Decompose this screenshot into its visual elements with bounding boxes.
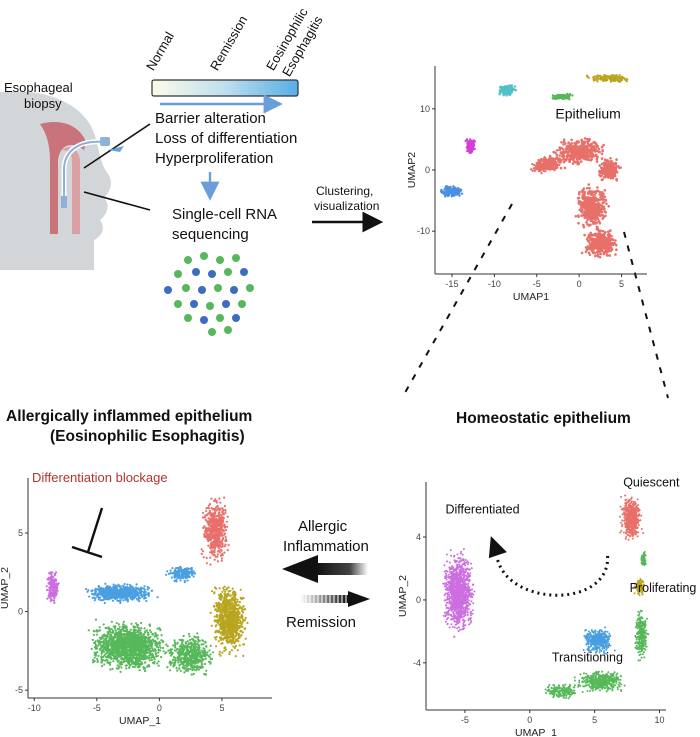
x-tick-label: 5 <box>619 279 624 289</box>
change-barrier: Barrier alteration <box>155 110 266 127</box>
x-tick-label: 0 <box>157 703 162 713</box>
allergic-label-line1: Allergic <box>298 518 348 535</box>
y-tick-label: -4 <box>413 658 421 668</box>
inflamed-title: Allergically inflammed epithelium <box>6 408 253 425</box>
y-axis-label: UMAP_2 <box>397 575 409 617</box>
y-tick-label: 0 <box>425 165 430 175</box>
x-tick-label: -5 <box>533 279 541 289</box>
zoom-line-left <box>401 203 513 399</box>
x-tick-label: -5 <box>93 703 101 713</box>
cluster-label: Differentiated <box>445 502 519 516</box>
cell-dots <box>164 252 254 336</box>
x-tick-label: 5 <box>219 703 224 713</box>
x-tick-label: 5 <box>592 715 597 725</box>
x-tick-label: -10 <box>28 703 41 713</box>
scrnaseq-line1: Single-cell RNA <box>172 206 278 223</box>
change-differentiation: Loss of differentiation <box>155 130 298 147</box>
y-tick-label: -5 <box>15 685 23 695</box>
x-axis-label: UMAP_1 <box>515 727 557 737</box>
scrnaseq-line2: sequencing <box>172 226 249 243</box>
inhibition-line <box>86 507 104 553</box>
umap-inflamed-points <box>45 496 249 676</box>
cluster-label: Proliferating <box>630 581 697 595</box>
differentiation-trajectory-arrow <box>495 555 610 597</box>
y-axis-label: UMAP2 <box>406 152 418 188</box>
remission-arrow <box>300 591 370 607</box>
allergic-arrow-shaft <box>316 563 368 575</box>
x-tick-label: 0 <box>527 715 532 725</box>
y-tick-label: -10 <box>417 226 430 236</box>
biopsy-label-line1: Esophageal <box>4 80 73 95</box>
inhibition-bar <box>71 545 103 559</box>
y-tick-label: 0 <box>18 607 23 617</box>
x-tick-label: 10 <box>655 715 665 725</box>
change-proliferation: Hyperproliferation <box>155 150 274 167</box>
epithelium-label: Epithelium <box>555 106 620 122</box>
y-axis-label: UMAP_2 <box>0 567 11 609</box>
y-tick-label: 4 <box>416 532 421 542</box>
x-tick-label: -15 <box>445 279 458 289</box>
trajectory-arrow-head <box>488 536 507 559</box>
x-tick-label: -5 <box>461 715 469 725</box>
allergic-arrow-head <box>282 555 318 583</box>
cluster-label: Transitioning <box>552 650 623 664</box>
allergic-label-line2: Inflammation <box>283 538 369 555</box>
inflamed-subtitle: (Eosinophilic Esophagitis) <box>50 428 245 445</box>
y-tick-label: 0 <box>416 595 421 605</box>
y-tick-label: 5 <box>18 528 23 538</box>
y-tick-label: 10 <box>420 104 430 114</box>
homeostatic-title: Homeostatic epithelium <box>456 410 631 427</box>
biopsy-label-line2: biopsy <box>24 96 62 111</box>
clustering-line1: Clustering, <box>316 184 374 198</box>
differentiation-blockage-label: Differentiation blockage <box>32 470 168 485</box>
x-tick-label: -10 <box>488 279 501 289</box>
x-tick-label: 0 <box>577 279 582 289</box>
remission-label: Remission <box>286 614 357 631</box>
disease-gradient-bar <box>151 79 299 97</box>
clustering-line2: visualization <box>314 199 380 213</box>
umap-homeostatic-points <box>442 494 650 700</box>
umap-overview-points <box>439 74 629 259</box>
cluster-label: Quiescent <box>623 476 680 490</box>
x-axis-label: UMAP1 <box>513 291 549 303</box>
x-axis-label: UMAP_1 <box>119 715 161 727</box>
esophagus <box>40 122 86 234</box>
zoom-line-right <box>623 231 669 399</box>
